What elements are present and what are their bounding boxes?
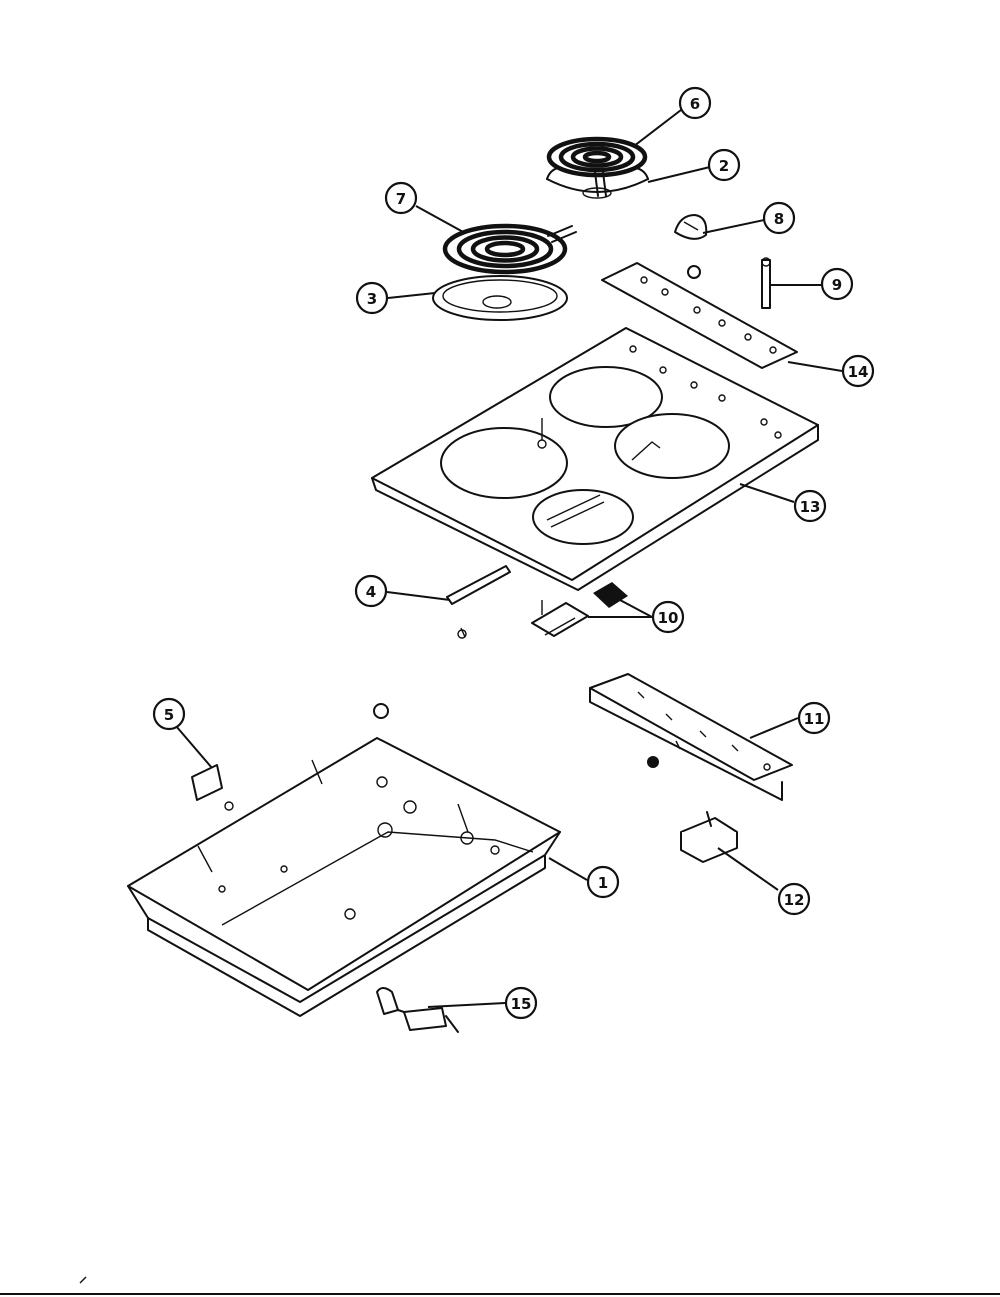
leader-8 bbox=[702, 219, 765, 234]
burner-box bbox=[127, 737, 561, 1017]
control-panel-strip bbox=[601, 262, 798, 369]
callout-15: 15 bbox=[504, 986, 538, 1020]
leader-12 bbox=[717, 847, 779, 891]
drip-pan-large bbox=[432, 275, 568, 321]
callout-9: 9 bbox=[820, 267, 854, 301]
callout-label: 11 bbox=[804, 710, 825, 728]
callout-5: 5 bbox=[152, 697, 186, 731]
leader-11 bbox=[749, 717, 799, 739]
callout-11: 11 bbox=[797, 701, 831, 735]
surface-element-large bbox=[442, 223, 577, 275]
callout-12: 12 bbox=[777, 882, 811, 916]
callout-4: 4 bbox=[354, 574, 388, 608]
drip-pan-small bbox=[546, 167, 649, 199]
leader-7 bbox=[415, 205, 466, 234]
callout-3: 3 bbox=[355, 281, 389, 315]
knob bbox=[674, 214, 708, 240]
leader-15 bbox=[427, 1002, 506, 1008]
element-bracket bbox=[446, 565, 511, 639]
harness-connector bbox=[376, 987, 459, 1033]
callout-2: 2 bbox=[707, 148, 741, 182]
leader-5 bbox=[175, 725, 213, 769]
callout-6: 6 bbox=[678, 86, 712, 120]
callout-label: 4 bbox=[366, 583, 376, 601]
knob-spring-clip bbox=[687, 265, 701, 279]
side-bracket bbox=[191, 764, 234, 811]
leader-3 bbox=[387, 292, 436, 299]
callout-8: 8 bbox=[762, 201, 796, 235]
callout-14: 14 bbox=[841, 354, 875, 388]
leader-1 bbox=[548, 857, 588, 881]
callout-label: 12 bbox=[784, 891, 805, 909]
leader-10 bbox=[588, 599, 653, 618]
callout-7: 7 bbox=[384, 181, 418, 215]
leader-4 bbox=[386, 591, 451, 601]
callout-label: 6 bbox=[690, 95, 700, 113]
callout-label: 7 bbox=[396, 190, 406, 208]
infinite-switch bbox=[680, 811, 738, 863]
stray-mark bbox=[79, 1276, 87, 1284]
leader-2 bbox=[647, 166, 711, 183]
callout-label: 3 bbox=[367, 290, 377, 308]
callout-label: 1 bbox=[598, 874, 608, 892]
callout-label: 9 bbox=[832, 276, 842, 294]
surface-element-small bbox=[546, 136, 648, 197]
callout-label: 2 bbox=[719, 157, 729, 175]
main-cooktop-top bbox=[371, 327, 819, 591]
callout-label: 10 bbox=[658, 609, 679, 627]
callout-1: 1 bbox=[586, 865, 620, 899]
control-panel-lower bbox=[589, 673, 793, 801]
callout-label: 5 bbox=[164, 706, 174, 724]
leader-lines bbox=[175, 109, 843, 1008]
callout-label: 13 bbox=[800, 498, 821, 516]
leader-6 bbox=[633, 109, 682, 147]
receptacle-blocks bbox=[531, 582, 628, 637]
callout-label: 14 bbox=[848, 363, 869, 381]
leader-13 bbox=[739, 483, 795, 503]
grommet bbox=[373, 703, 389, 719]
callout-label: 8 bbox=[774, 210, 784, 228]
callout-label: 15 bbox=[511, 995, 532, 1013]
terminal-pin bbox=[761, 257, 771, 309]
callout-13: 13 bbox=[793, 489, 827, 523]
callout-10: 10 bbox=[651, 600, 685, 634]
leader-14 bbox=[787, 361, 843, 372]
